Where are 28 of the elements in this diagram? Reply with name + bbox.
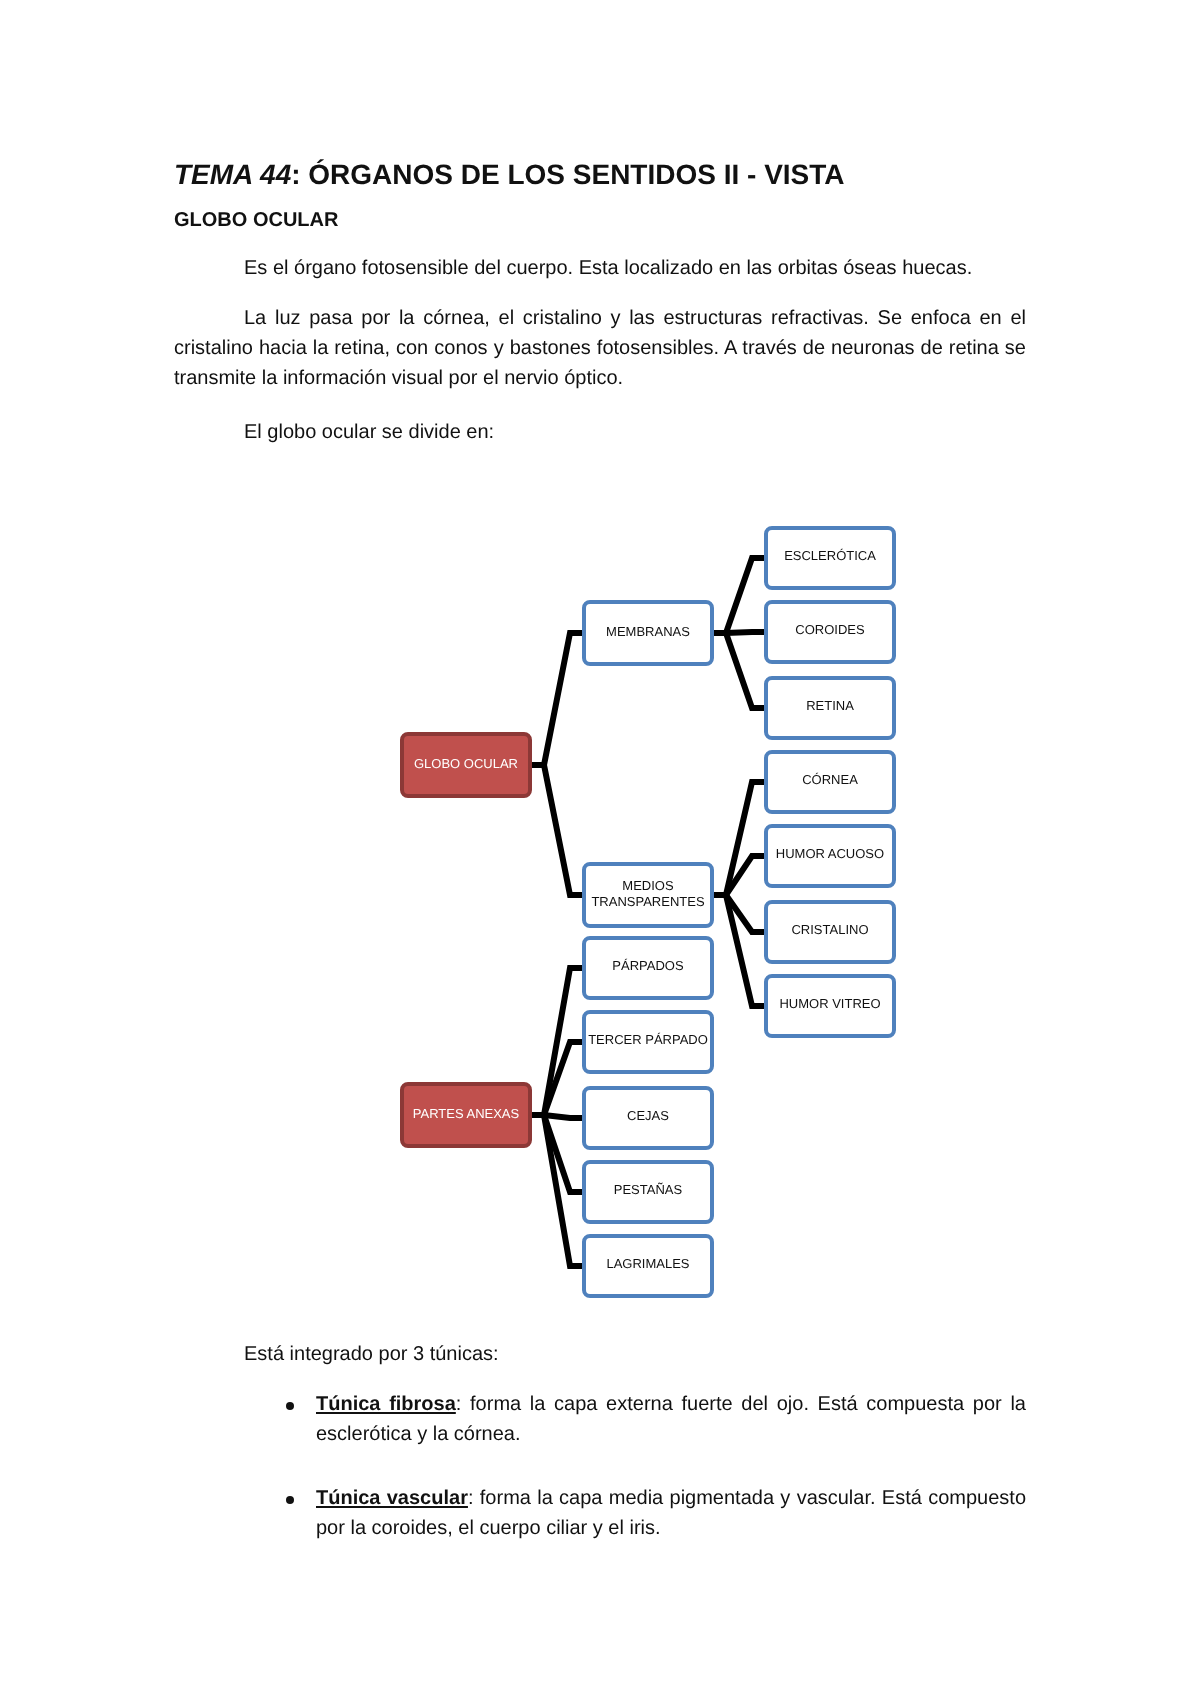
connector-line: [714, 892, 764, 1009]
process-box: [582, 1160, 714, 1224]
section-heading: GLOBO OCULAR: [174, 208, 341, 236]
process-box: [582, 1234, 714, 1298]
process-box: [582, 936, 714, 1000]
process-box: [764, 600, 896, 664]
process-box: [400, 1082, 532, 1148]
process-box: [400, 732, 532, 798]
process-box: [764, 676, 896, 740]
list-item: Túnica fibrosa: forma la capa externa fuerte del ojo. Está compuesta por la esclerótica y la córnea.: [316, 1392, 1026, 1450]
process-box: [764, 824, 896, 888]
paragraph: El globo ocular se divide en:: [242, 420, 497, 448]
process-box: [582, 862, 714, 928]
list-item: Túnica vascular: forma la capa media pigmentada y vascular. Está compuesto por la coroides, el cuerpo ciliar y el iris.: [316, 1486, 1026, 1544]
paragraph: Está integrado por 3 túnicas:: [244, 1342, 501, 1370]
process-box: [582, 1086, 714, 1150]
process-box: [582, 600, 714, 666]
process-box: [764, 750, 896, 814]
title: TEMA 44: ÓRGANOS DE LOS SENTIDOS II - VISTA: [174, 156, 847, 192]
connector-line: [532, 1112, 582, 1269]
process-box: [764, 900, 896, 964]
paragraph: La luz pasa por la córnea, el cristalino y las estructuras refractivas. Se enfoca en el cristalino hacia la retina, con conos y bastones fotosensibles. A través de neuronas de retina se transmite la información visual por el nervio óptico.: [174, 306, 1026, 394]
paragraph: Es el órgano fotosensible del cuerpo. Esta localizado en las orbitas óseas huecas.: [242, 256, 975, 284]
process-box: [582, 1010, 714, 1074]
process-box: [764, 974, 896, 1038]
connector-line: [532, 762, 582, 898]
connector-line: [714, 630, 764, 711]
process-box: [764, 526, 896, 590]
